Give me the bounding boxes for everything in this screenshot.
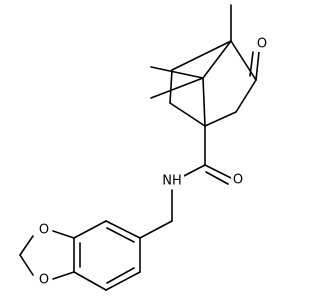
amide-oxygen-label: O: [233, 173, 243, 188]
bond-amide-co-1: [204, 164, 232, 179]
bond-c5-c6: [169, 69, 173, 104]
atom-labels: O O NH O O: [37, 36, 269, 288]
bond-ketone-co-1: [255, 51, 260, 81]
dioxole-oxygen-bottom-label: O: [39, 273, 49, 288]
bond-c2-c1: [204, 111, 237, 127]
dioxole-oxygen-top-label: O: [39, 223, 49, 238]
ketone-oxygen-label: O: [257, 37, 267, 52]
dioxole-ring: [19, 230, 75, 280]
bond-o-top-ch2: [19, 235, 34, 256]
bond-ring-c-o-top: [52, 230, 75, 239]
bond-c3-c2: [235, 79, 257, 113]
bond-c7-methyl-lower: [150, 77, 204, 99]
amide-linker: [139, 125, 232, 239]
bond-ring-a-b: [105, 220, 141, 239]
bond-ketone-co-2: [249, 51, 254, 77]
bond-carbonyl-n: [179, 164, 206, 179]
bond-o-bottom-ch2: [19, 254, 34, 276]
bicyclic-cage: [150, 4, 260, 127]
bond-ring-d-e: [73, 271, 107, 291]
bond-c4-c5: [171, 40, 232, 71]
bond-c4-c7: [202, 40, 232, 79]
molecule-structure-diagram: O O NH O O: [19, 4, 269, 291]
bond-ring-d-o-bottom: [52, 271, 75, 280]
bond-ring-b-c: [73, 220, 107, 239]
bond-c6-c1: [169, 102, 206, 127]
bond-ring-inner-1: [106, 227, 135, 243]
bond-c7-methyl-upper: [150, 66, 204, 79]
benzene-ring: [73, 220, 141, 291]
bond-c7-c1: [202, 77, 206, 127]
bond-c4-c3: [230, 40, 257, 81]
bond-ring-inner-3: [106, 267, 135, 284]
amide-nitrogen-label: NH: [162, 174, 182, 189]
bond-ch2-ring: [139, 220, 173, 239]
bond-ring-e-f: [105, 271, 141, 291]
bond-amide-co-2: [205, 171, 229, 185]
